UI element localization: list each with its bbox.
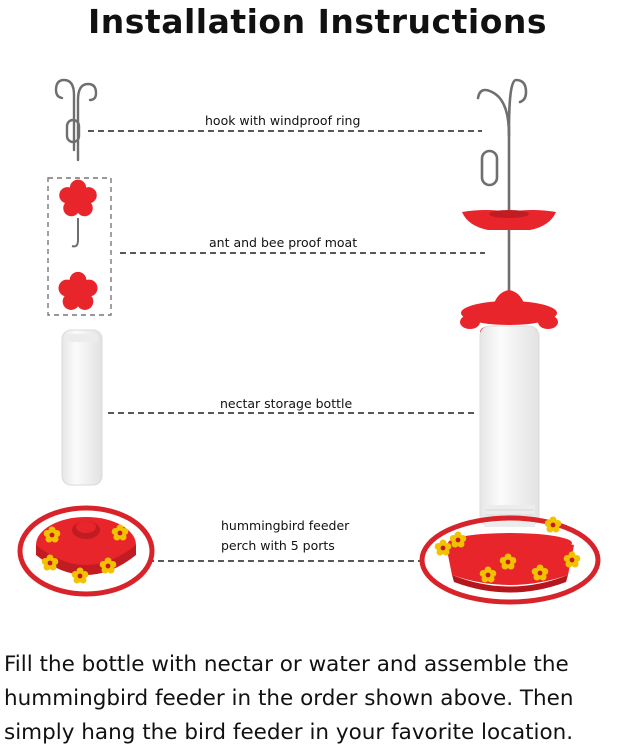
left-perch-base-icon bbox=[17, 505, 155, 597]
moat-bottom-flower-icon bbox=[58, 271, 98, 310]
caption-line-2: hummingbird feeder in the order shown ab… bbox=[4, 686, 574, 711]
label-moat: ant and bee proof moat bbox=[209, 235, 358, 250]
label-perch-line2: perch with 5 ports bbox=[221, 538, 335, 553]
caption-line-1: Fill the bottle with nectar or water and… bbox=[4, 652, 569, 677]
label-hook: hook with windproof ring bbox=[205, 113, 361, 128]
label-perch-line1: hummingbird feeder bbox=[221, 518, 350, 533]
label-bottle: nectar storage bottle bbox=[220, 396, 353, 411]
connector-lines bbox=[88, 130, 485, 562]
moat-stem-icon bbox=[71, 218, 79, 248]
page-title: Installation Instructions bbox=[88, 2, 547, 41]
assembled-feeder-icon bbox=[419, 78, 601, 605]
moat-parts-box bbox=[47, 177, 112, 316]
caption-line-3: simply hang the bird feeder in your favo… bbox=[4, 720, 574, 745]
hook-part-icon bbox=[54, 78, 98, 162]
moat-top-flower-icon bbox=[59, 179, 97, 217]
instructions-caption: Fill the bottle with nectar or water and… bbox=[4, 648, 634, 750]
left-bottle-icon bbox=[61, 329, 103, 486]
